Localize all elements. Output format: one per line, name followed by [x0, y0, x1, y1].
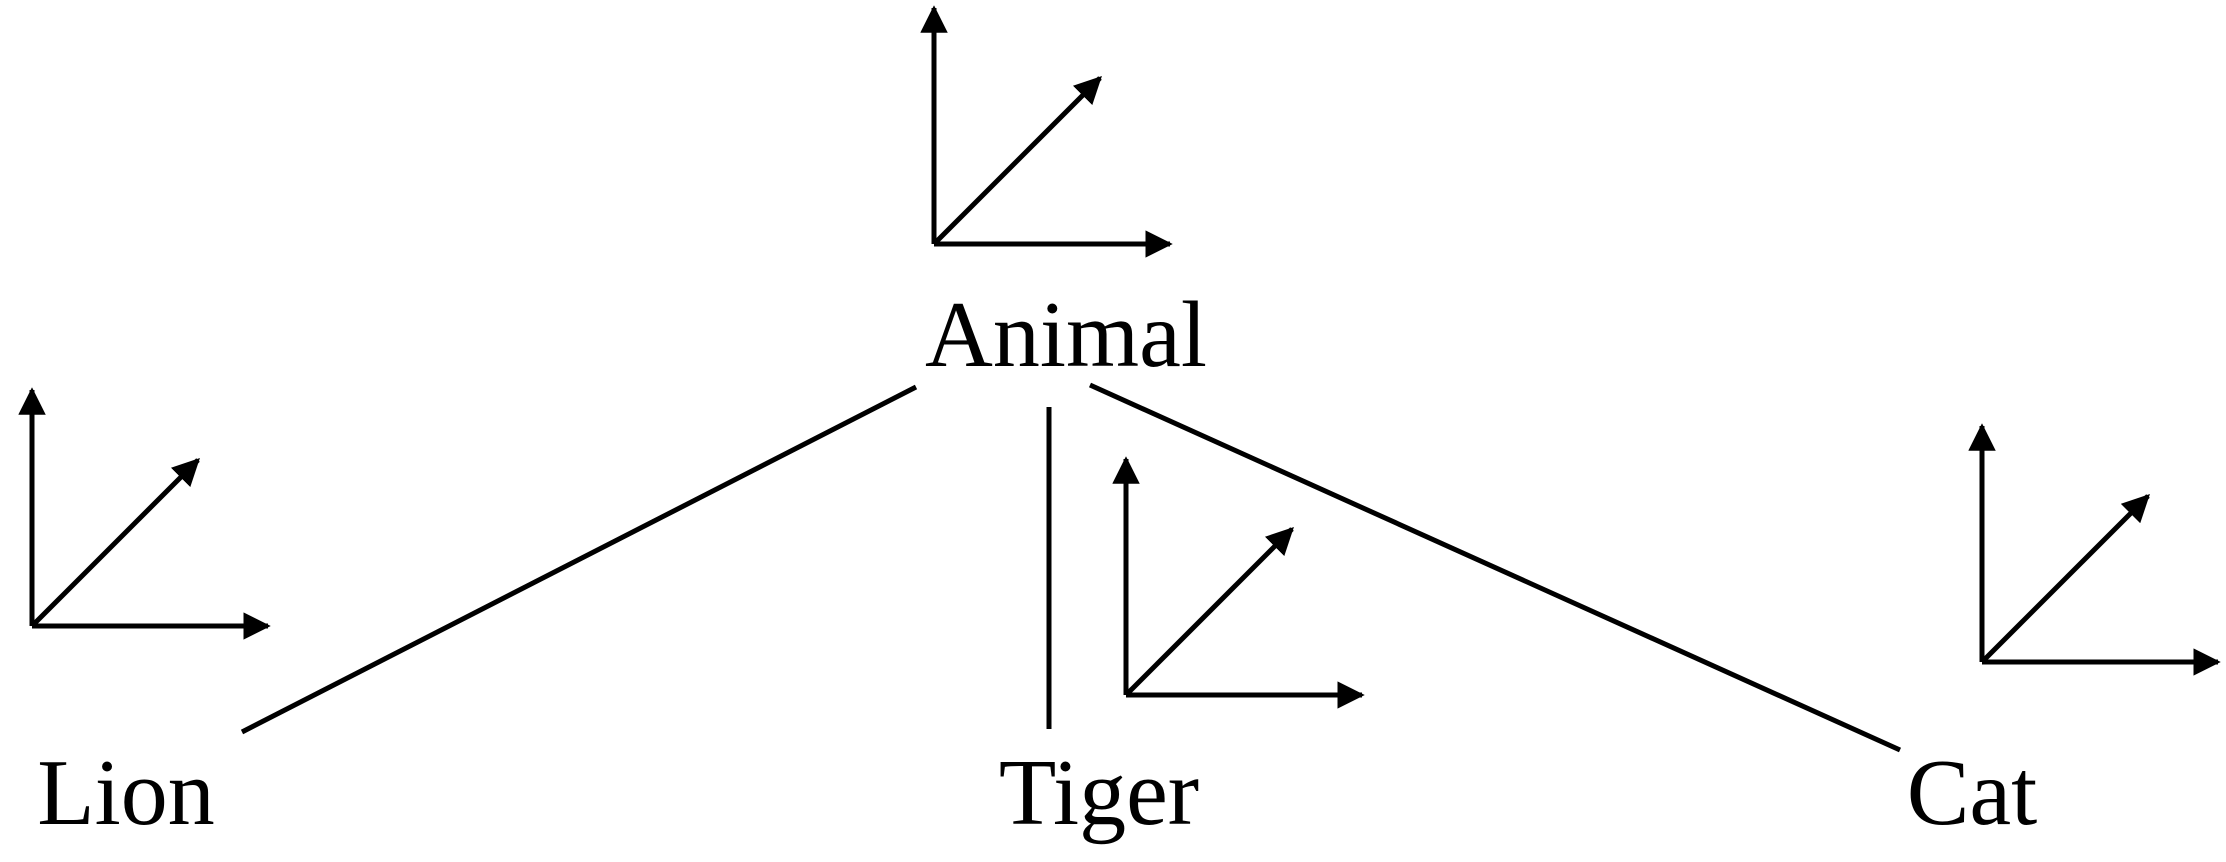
- edge-animal-cat: [1088, 382, 1902, 753]
- node-label-tiger: Tiger: [999, 741, 1199, 845]
- node-label-animal: Animal: [925, 283, 1207, 387]
- cat-axes-icon: [1968, 423, 2221, 676]
- tiger-axis-diagonal: [1124, 527, 1294, 697]
- tiger-axes-icon: [1112, 456, 1365, 709]
- animal-axis-diagonal: [932, 76, 1102, 246]
- edge-animal-lion: [240, 384, 918, 735]
- node-label-cat: Cat: [1907, 741, 2038, 845]
- animal-axes-icon: [920, 5, 1173, 258]
- lion-axes-icon: [18, 387, 271, 640]
- cat-axis-diagonal: [1980, 494, 2150, 664]
- lion-axis-diagonal: [30, 458, 200, 628]
- node-label-lion: Lion: [37, 741, 215, 845]
